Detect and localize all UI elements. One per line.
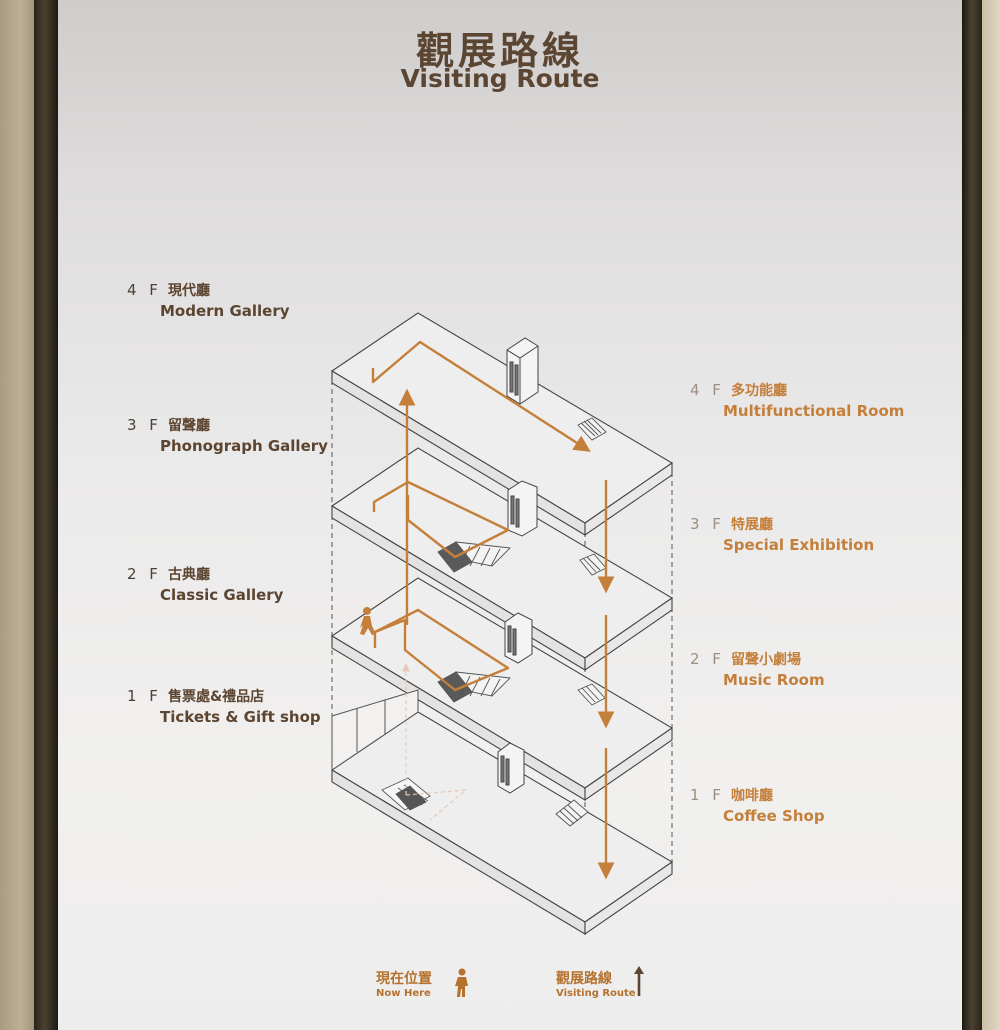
route-4f-loop <box>371 340 591 452</box>
legend-now-here-zh: 現在位置 <box>376 971 432 987</box>
wall-right <box>982 0 1000 1030</box>
floor-slabs <box>330 312 674 936</box>
right-label-4f: 4 F 多功能廳 Multifunctional Room <box>690 380 904 421</box>
floor-number: 2 F <box>690 650 725 668</box>
room-name-en: Special Exhibition <box>723 536 875 554</box>
floor-number: 1 F <box>690 786 725 804</box>
elevator-1f <box>497 742 525 794</box>
left-label-1f: 1 F 售票處&禮品店 Tickets & Gift shop <box>127 686 321 727</box>
route-1f-to-2f <box>373 608 510 692</box>
right-label-2f: 2 F 留聲小劇場 Music Room <box>690 649 825 690</box>
room-name-en: Classic Gallery <box>160 586 284 604</box>
up-arrow-icon <box>634 966 644 996</box>
left-label-3f: 3 F 留聲廳 Phonograph Gallery <box>127 415 328 456</box>
visiting-route-lines <box>371 340 615 880</box>
title-english: Visiting Route <box>400 64 600 93</box>
room-name-en: Phonograph Gallery <box>160 437 328 455</box>
title-chinese: 觀展路線 <box>415 29 584 73</box>
floor-number: 4 F <box>690 381 725 399</box>
person-icon <box>455 968 468 997</box>
room-name-zh: 多功能廳 <box>730 383 787 399</box>
room-name-zh: 特展廳 <box>730 517 773 533</box>
room-name-zh: 留聲小劇場 <box>730 652 801 668</box>
room-name-zh: 咖啡廳 <box>730 788 773 804</box>
frame-left <box>34 0 58 1030</box>
ground-wall <box>331 689 419 771</box>
room-name-zh: 留聲廳 <box>167 418 210 434</box>
room-name-en: Music Room <box>723 671 825 689</box>
legend-route-zh: 觀展路線 <box>556 971 612 987</box>
room-name-en: Multifunctional Room <box>723 402 905 420</box>
right-label-1f: 1 F 咖啡廳 Coffee Shop <box>690 785 825 826</box>
legend-route-en: Visiting Route <box>556 988 636 999</box>
left-label-4f: 4 F 現代廳 Modern Gallery <box>127 280 290 321</box>
room-name-zh: 售票處&禮品店 <box>167 689 265 705</box>
floor-number: 1 F <box>127 687 162 705</box>
floor-number: 4 F <box>127 281 162 299</box>
ghost-route <box>401 663 468 821</box>
room-name-zh: 古典廳 <box>167 567 210 583</box>
legend-route: 觀展路線 Visiting Route <box>556 968 636 999</box>
you-are-here-person <box>360 607 376 635</box>
stairs-1f-right <box>555 799 589 827</box>
wall-left <box>0 0 34 1030</box>
floor-number: 3 F <box>127 416 162 434</box>
room-name-en: Tickets & Gift shop <box>160 708 321 726</box>
right-label-3f: 3 F 特展廳 Special Exhibition <box>690 514 874 555</box>
elevator-4f <box>507 480 538 537</box>
frame-right <box>962 0 982 1030</box>
room-name-en: Coffee Shop <box>723 807 825 825</box>
floor-number: 2 F <box>127 565 162 583</box>
legend-now-here: 現在位置 Now Here <box>376 968 432 999</box>
route-3f-loop <box>372 480 510 559</box>
left-label-2f: 2 F 古典廳 Classic Gallery <box>127 564 283 605</box>
room-name-en: Modern Gallery <box>160 302 290 320</box>
stairs-4f-right <box>577 417 607 441</box>
elevator-roof <box>506 337 539 405</box>
elevator-3f <box>504 612 533 664</box>
legend-now-here-en: Now Here <box>376 988 431 999</box>
elevators <box>497 337 539 794</box>
room-name-zh: 現代廳 <box>167 283 210 299</box>
floor-number: 3 F <box>690 515 725 533</box>
